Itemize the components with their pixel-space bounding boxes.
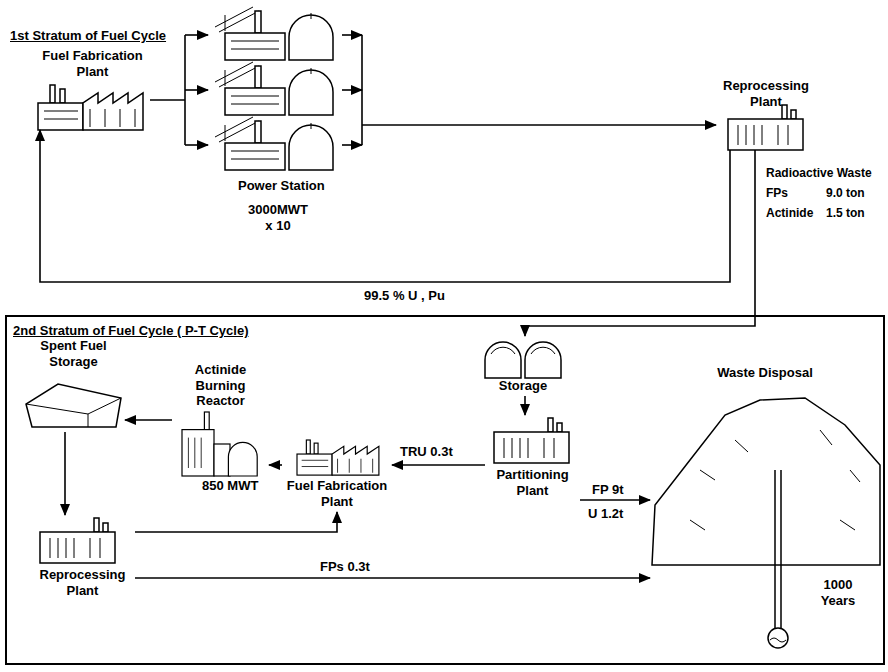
- flow-connector: [525, 150, 755, 336]
- connector-line: [150, 99, 185, 101]
- stratum-frame: 2nd Stratum of Fuel Cycle ( P-T Cycle) St…: [5, 315, 885, 665]
- connector-line: [342, 89, 362, 91]
- flow-connector: [125, 420, 172, 421]
- flow-label: 99.5 % U , Pu: [362, 288, 447, 304]
- node-text: Fuel Fabrication Plant: [282, 478, 392, 509]
- flow-connector: [40, 130, 730, 282]
- annotation-label: 1st Stratum of Fuel Cycle: [10, 28, 166, 44]
- flow-connector: [135, 512, 337, 532]
- flow-label: FPs 0.3t: [318, 559, 372, 575]
- connector-line: [342, 34, 362, 36]
- flow-connector: [135, 578, 650, 579]
- storage: Storage: [478, 336, 568, 396]
- connector-line: [185, 34, 208, 36]
- annotation-label: 1.5 ton: [826, 206, 865, 220]
- connector-line: [524, 396, 526, 415]
- node-text: Waste Disposal: [700, 365, 830, 381]
- flow-label: TRU 0.3t: [398, 444, 455, 460]
- connector-line: [392, 464, 485, 466]
- reprocessing-plant: Reprocessing Plant: [30, 515, 135, 608]
- connector-line: [135, 577, 650, 579]
- connector-line: [362, 124, 716, 126]
- connector-line: [64, 432, 66, 515]
- connector-line: [135, 512, 337, 532]
- connector-line: [580, 499, 650, 501]
- waste-disposal: Waste Disposal 1000 Years: [650, 365, 882, 655]
- annotation-label: Radioactive Waste: [766, 166, 872, 180]
- annotation-label: Actinide: [766, 206, 813, 220]
- reprocessing-plant: Reprocessing Plant: [716, 78, 816, 150]
- node-text: Actinide Burning Reactor: [172, 362, 269, 409]
- node-text: 2nd Stratum of Fuel Cycle ( P-T Cycle): [13, 323, 413, 339]
- connector-line: [525, 150, 755, 336]
- connector-line: [361, 35, 363, 145]
- fabrication-plant: Fuel Fabrication Plant: [35, 48, 150, 130]
- flow-connector: [525, 396, 526, 415]
- annotation-label: FPs: [766, 186, 788, 200]
- node-text: 1000 Years: [808, 577, 868, 608]
- node-text: Spent Fuel Storage: [22, 338, 125, 369]
- node-text: 850 MWT: [202, 478, 269, 494]
- annotation-label: U 1.2t: [588, 506, 623, 522]
- connector-line: [342, 144, 362, 146]
- node-text: Reprocessing Plant: [30, 567, 135, 598]
- spent-fuel-storage: Spent Fuel Storage: [22, 338, 125, 432]
- flow-label: FP 9t: [590, 482, 626, 498]
- flow-connector: [392, 465, 485, 466]
- connector-line: [185, 89, 208, 91]
- node-text: Storage: [478, 378, 568, 394]
- partitioning-plant: Partitioning Plant: [485, 415, 580, 507]
- node-text: Reprocessing Plant: [716, 78, 816, 109]
- connector-line: [40, 130, 730, 282]
- annotation-label: 9.0 ton: [826, 186, 865, 200]
- flow-connector: [269, 465, 282, 466]
- connector-line: [125, 419, 172, 421]
- flow-connector: [580, 500, 650, 501]
- node-text: Power Station: [238, 178, 338, 194]
- node-text: Fuel Fabrication Plant: [35, 48, 150, 79]
- flow-connector: [150, 35, 208, 145]
- connector-line: [185, 144, 208, 146]
- fabrication-plant: Fuel Fabrication Plant: [282, 436, 392, 512]
- node-text: Partitioning Plant: [485, 467, 580, 498]
- flow-connector: [65, 432, 66, 515]
- flow-connector: [342, 35, 716, 145]
- power-station: Power Station 3000MWT x 10: [208, 2, 342, 248]
- actinide-reactor: Actinide Burning Reactor 850 MWT: [172, 362, 269, 500]
- node-text: 3000MWT x 10: [243, 202, 313, 233]
- connector-line: [269, 464, 282, 466]
